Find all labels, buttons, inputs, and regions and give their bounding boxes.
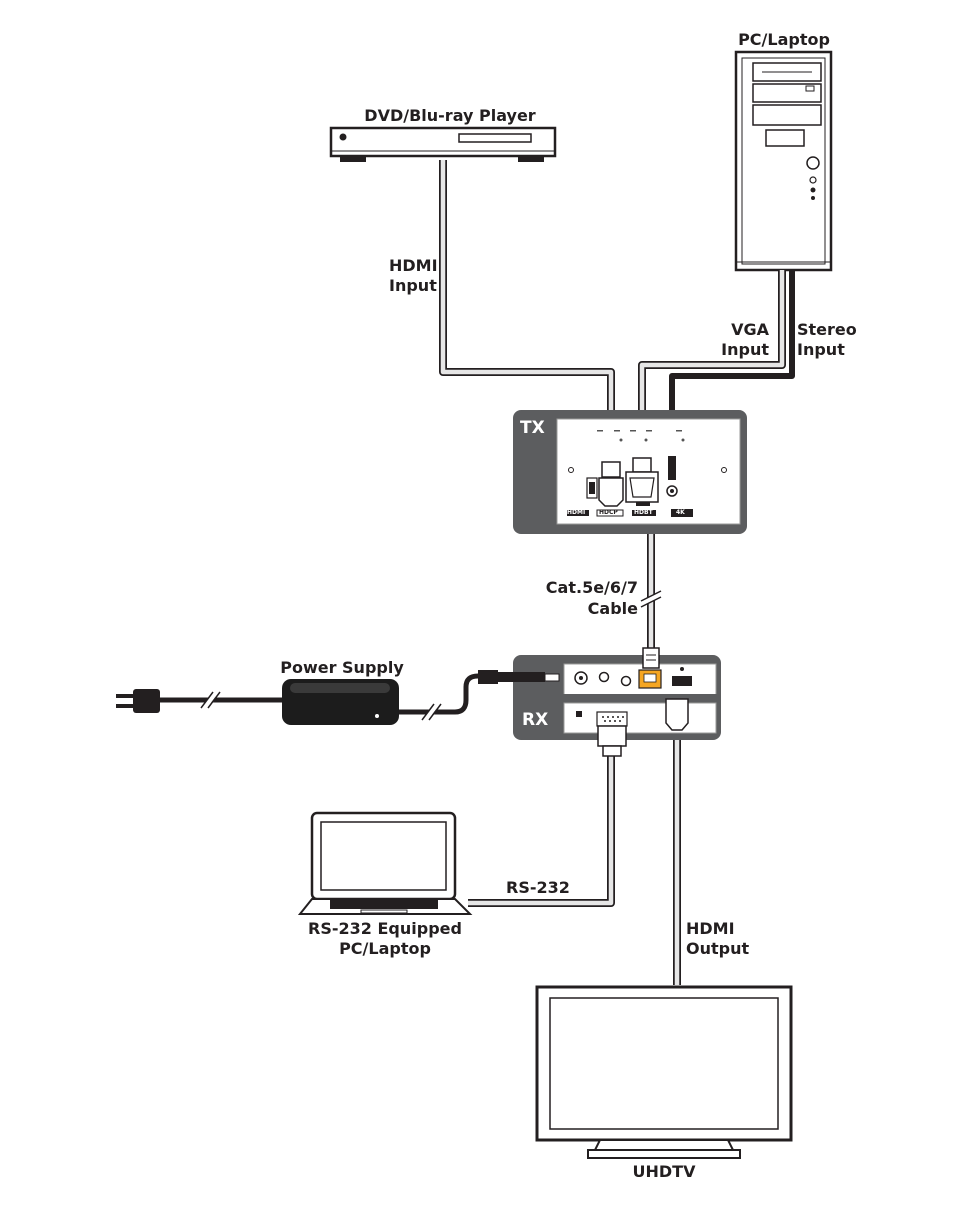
tx-unit [513,410,747,534]
tx-logo-4k: 4K [676,509,685,516]
rx-unit-label: RX [522,710,548,730]
tx-unit-label: TX [520,418,545,438]
pc-label: PC/Laptop [738,30,830,49]
uhdtv-label: UHDTV [632,1162,696,1181]
vga-input-label-line1: VGA [731,320,769,339]
cat-cable-label-line2: Cable [587,599,638,618]
tx-logo-hdbt: HDBT [634,509,653,516]
hdmi-output-label-line2: Output [686,939,750,958]
dvd-player [329,126,557,162]
cat-cable-label-line1: Cat.5e/6/7 [545,578,638,597]
laptop-label-line1: RS-232 Equipped [308,919,462,938]
rx-unit [478,647,721,757]
tx-logo-hdmi: HDMI [567,509,586,516]
dvd-label: DVD/Blu-ray Player [364,106,536,125]
hdmi-output-label-line1: HDMI [686,919,735,938]
laptop [297,811,473,915]
tx-logo-hdcp: HDCP [599,509,618,516]
hdmi-input-label-line2: Input [389,276,437,295]
rs232-cable-label: RS-232 [506,878,570,897]
power-supply [116,679,399,725]
stereo-input-label-line1: Stereo [797,320,857,339]
stereo-input-label-line2: Input [797,340,845,359]
power-supply-label: Power Supply [280,658,404,677]
cables [160,160,795,985]
uhdtv [535,985,793,1159]
pc-tower [734,50,833,272]
vga-input-label-line2: Input [721,340,769,359]
laptop-label-line2: PC/Laptop [339,939,431,958]
hdmi-input-label-line1: HDMI [389,256,438,275]
cable-break-marks [200,590,663,722]
